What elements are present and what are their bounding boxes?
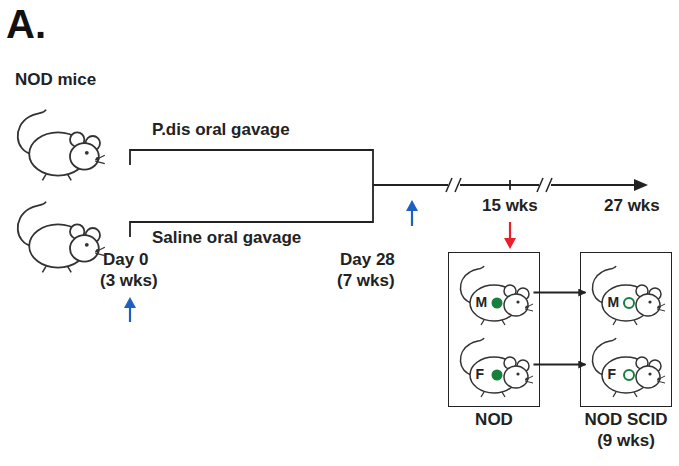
annotation-label: 15 wks [482, 196, 538, 216]
blue-arrow [406, 200, 418, 226]
mouse-figure [460, 266, 533, 325]
mouse-figure [592, 266, 665, 325]
heading-text: NOD [475, 409, 513, 430]
sex-letter: F [608, 366, 617, 382]
axis-break [446, 178, 461, 192]
axis-break [537, 178, 552, 192]
hollow-dot [624, 370, 634, 380]
annotation-label: NOD mice [15, 70, 96, 90]
sex-letter: F [476, 366, 485, 382]
heading-text: (9 wks) [584, 430, 667, 451]
annotation-label: (3 wks) [100, 271, 158, 291]
box-heading: NOD [475, 409, 513, 430]
transfer-arrow [534, 292, 586, 294]
figure-title: A. [6, 0, 46, 48]
mouse-node: F [454, 330, 534, 400]
mouse-figure [460, 338, 533, 397]
timeline [373, 184, 636, 186]
box-heading: NOD SCID(9 wks) [584, 409, 667, 452]
timeline-head [634, 179, 648, 191]
annotation-label: Day 28 [340, 250, 395, 270]
transfer-arrow [534, 364, 586, 366]
group-box: NOD SCID(9 wks)MF [580, 252, 672, 407]
sex-letter: M [476, 294, 488, 310]
red-arrow [504, 222, 516, 249]
mouse-figure [18, 110, 105, 181]
filled-dot [492, 298, 503, 309]
blue-arrow [124, 297, 136, 322]
mouse-node: F [586, 330, 666, 400]
group-box: NODMF [448, 252, 540, 407]
mouse-figure [592, 338, 665, 397]
mouse-node: M [454, 258, 534, 328]
annotation-label: Day 0 [103, 250, 148, 270]
annotation-label: Saline oral gavage [152, 228, 301, 248]
hollow-dot [624, 298, 634, 308]
heading-text: NOD SCID [584, 409, 667, 430]
mouse-figure [18, 202, 105, 273]
tick [509, 180, 511, 190]
mouse-node: M [586, 258, 666, 328]
annotation-label: (7 wks) [337, 271, 395, 291]
filled-dot [492, 370, 503, 381]
annotation-label: 27 wks [604, 196, 660, 216]
sex-letter: M [608, 294, 620, 310]
annotation-label: P.dis oral gavage [152, 120, 290, 140]
bracket [130, 150, 373, 237]
